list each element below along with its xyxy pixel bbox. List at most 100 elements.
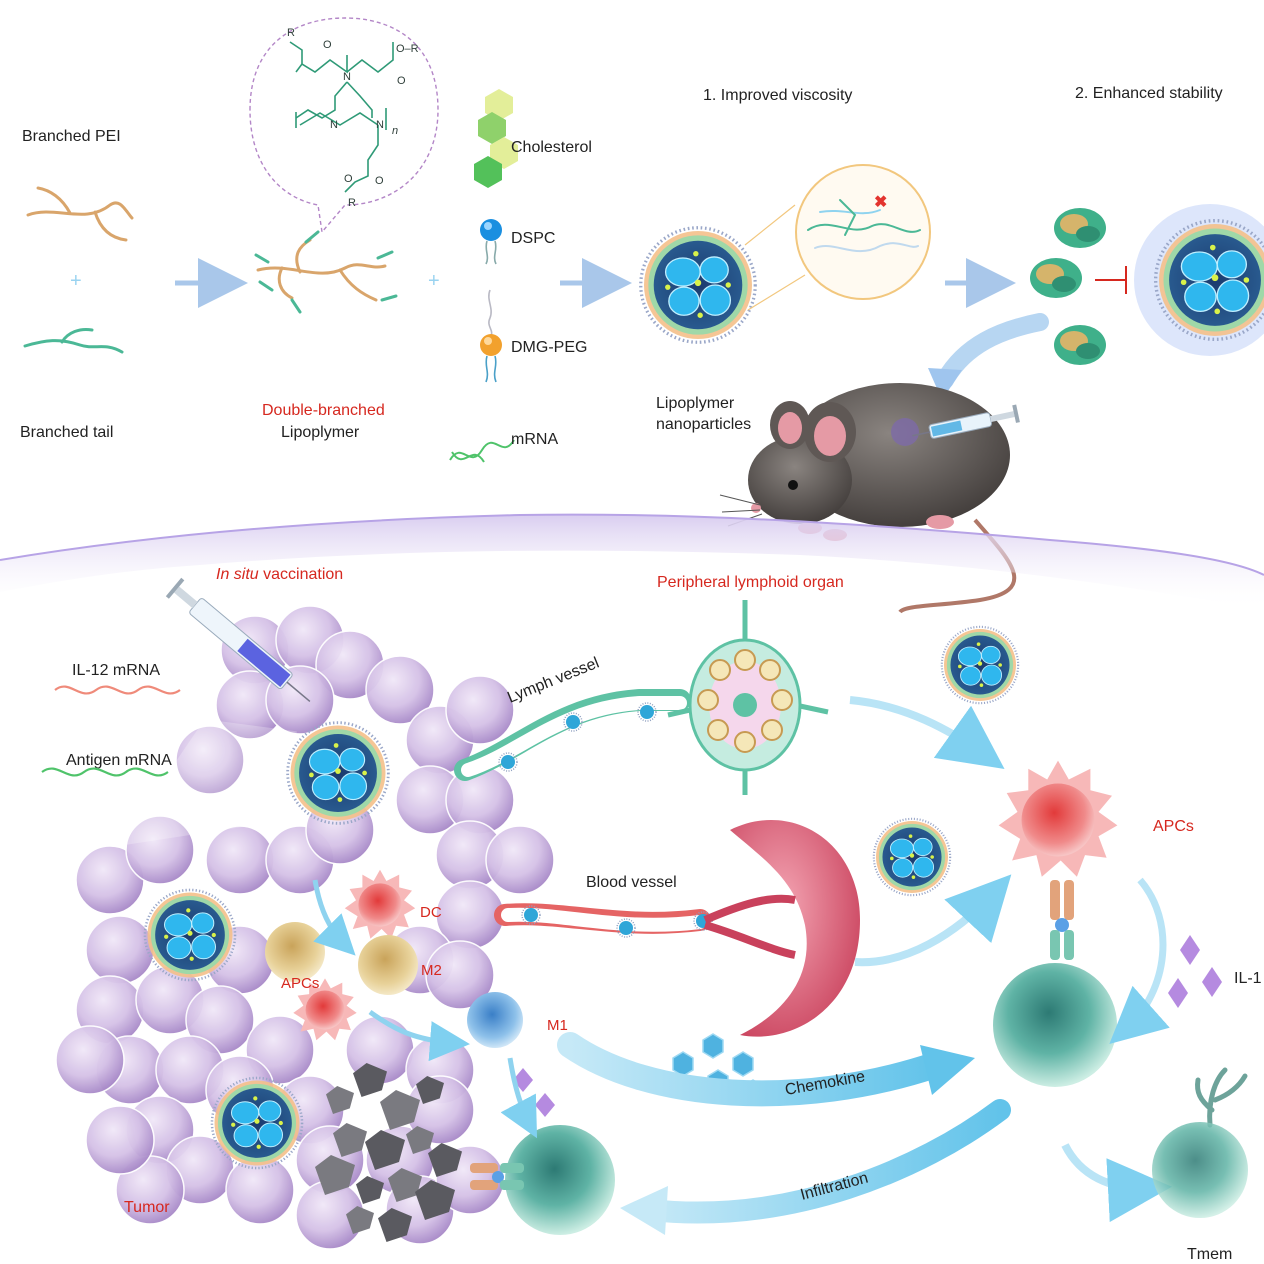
dead-tumor-cells [315,1063,462,1242]
struct-n-3: N [376,119,384,131]
zoom-line-1 [744,204,796,246]
chemokine-arrow [557,1032,948,1107]
m2-cell-icon [358,935,418,995]
plus-sign-1: + [70,270,82,292]
syringe-icon [165,577,311,702]
tcr-complex-icon [470,1163,524,1190]
il12-cut-label: IL-1 [1234,970,1262,987]
arrow-m1 [368,1009,470,1062]
syringe-icon-top [912,404,1020,439]
struct-r-1: R [287,27,295,39]
il12-mrna-label: IL-12 mRNA [72,662,160,679]
struct-n-sub: n [392,125,398,137]
t-cell-tumor-icon [505,1125,615,1235]
arrow-node-to-apc [849,696,1005,769]
arrow-to-tmem [1061,1143,1172,1223]
dead-tumor-cell [388,1168,422,1202]
arrow-dc [312,879,356,956]
dead-tumor-cell [415,1180,455,1220]
struct-r-2: R [348,197,356,209]
struct-n-2: N [330,119,338,131]
dead-tumor-cell [333,1123,367,1157]
antigen-mrna-label: Antigen mRNA [66,752,172,769]
arrow-m1-to-tcell [500,1057,538,1139]
struct-o-3: O [344,173,353,185]
dc-label: DC [420,904,442,921]
in-situ-rest: vaccination [259,566,344,583]
arrow-to-mouse-head [928,368,962,400]
apcs-right-label: APCs [1153,818,1194,835]
protein-icon [1054,325,1106,365]
infiltration-arrow-head [620,1186,668,1235]
tumor-label: Tumor [124,1199,170,1216]
apcs-left-label: APCs [281,975,319,992]
cholesterol-label: Cholesterol [511,139,592,156]
dead-tumor-cell [315,1155,355,1195]
in-situ-italic: In situ [216,566,259,583]
dead-tumor-cell [428,1143,462,1177]
tumor-cell [225,1155,295,1225]
struct-o-4: O [375,175,384,187]
dead-tumor-cell [378,1208,412,1242]
m2-label: M2 [421,962,442,979]
lipopolymer-label: Lipoplymer [281,424,360,441]
lipid-nanoparticle-main [639,226,757,344]
m1-cell-icon [467,992,523,1048]
lymph-vessel-lumen [461,696,687,777]
inhibition-icon [1095,266,1127,294]
tmem-cell-icon [1152,1067,1248,1218]
polymer-chains-icon [807,199,921,252]
arrow-spleen-to-apc [854,874,1012,967]
chemokine-arrow-head [920,1045,975,1095]
chemical-structure [289,41,394,193]
lnp-label-line2: nanoparticles [656,416,751,433]
mrna-icon [449,439,515,463]
tmem-label: Tmem [1187,1246,1232,1263]
dead-tumor-cell [326,1086,354,1114]
lipid-nanoparticle-tumor-1 [286,721,390,825]
struct-n-1: N [343,71,351,83]
mrna-label: mRNA [511,431,558,448]
struct-o-1: O [323,39,332,51]
arrow-apc-to-tcell [1109,877,1170,1044]
plus-sign-2: + [428,270,440,292]
viscosity-zoom-circle [795,164,931,300]
lipid-nanoparticle-floating-2 [872,817,952,897]
zoom-cone [118,719,297,847]
dead-tumor-cell [365,1130,405,1170]
mhc-tcr-icon [1050,880,1074,960]
antigen-mrna-icon [41,767,169,777]
struct-o-2: O [397,75,406,87]
tumor-cell [55,1025,125,1095]
dc-cell-icon [344,869,416,939]
in-situ-label: In situ vaccination [216,566,343,583]
tumor-cell [85,915,155,985]
blood-vessel-label: Blood vessel [586,874,677,891]
dead-tumor-cell [356,1176,384,1204]
t-cell-right-icon [993,963,1117,1087]
lnp-label-line1: Lipoplymer [656,395,735,412]
struct-or-1: O–R [396,43,419,55]
tumor-cell [85,1105,155,1175]
infiltration-arrow [639,1099,1011,1224]
il12-mrna-icon [54,685,181,695]
tumor-cell [205,825,275,895]
apc-yellow-cell-icon [265,922,325,982]
dmg-peg-icon [480,289,502,383]
skin-band [0,514,1264,610]
dead-tumor-cell [380,1090,420,1130]
structure-bubble [249,17,439,234]
branched-pei-label: Branched PEI [22,128,121,145]
branched-tail-icon [23,328,124,354]
tumor-cell [485,825,555,895]
lipid-nanoparticle-floating-1 [940,625,1020,705]
spleen-icon [730,820,860,1037]
bottom-panel: In situ vaccination Peripheral lymphoid … [41,566,1262,1263]
dspc-icon [480,219,502,265]
dmg-peg-label: DMG-PEG [511,339,587,356]
cholesterol-icon [474,89,518,188]
mouse-icon [719,383,1017,614]
skin-line [0,513,1264,576]
tumor-cell [445,675,515,745]
